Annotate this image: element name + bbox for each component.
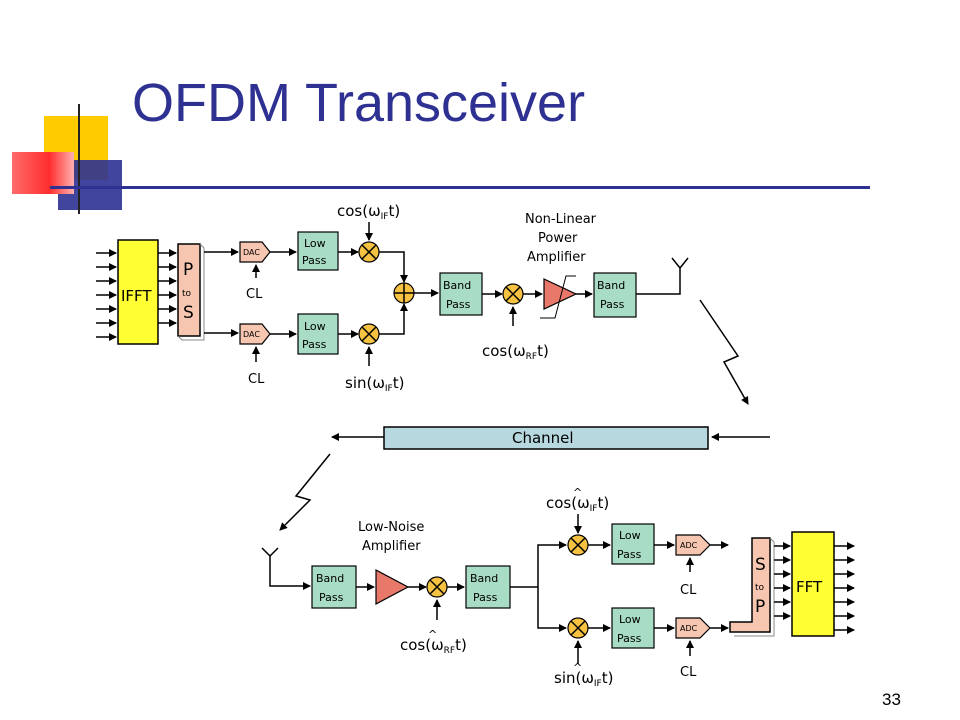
rx-radio-link [279,453,331,531]
rx-iq-split [510,541,567,632]
sp-to-fft-arrows [774,542,791,620]
tx-radio-link [699,299,749,405]
rx-lp-top-l2: Pass [617,548,642,561]
tx-cos-if: cos(ωIFt) [337,202,400,222]
rx-bp1-l1: Band [316,572,344,585]
slide-title: OFDM Transceiver [132,73,586,133]
ifft-input-arrows [96,249,117,341]
dac-bottom [239,323,271,345]
title-underline [50,186,870,189]
tx-adder [393,282,415,304]
page-number: 33 [882,690,901,709]
channel-label: Channel [512,429,574,447]
rx-bp1-l2: Pass [319,591,344,604]
ps-bot-label: S [183,303,194,323]
tx-sin-if: sin(ωIFt) [345,374,404,394]
rx-band-pass-1 [311,565,357,609]
tx-low-pass-bottom [297,313,339,355]
ps-mid-label: to [182,289,192,299]
ps-to-dac-lines [204,248,239,337]
tx-lp-bot-l2: Pass [302,338,327,351]
tx-bp2-l1: Band [597,279,625,292]
tx-cos-rf: cos(ωRFt) [482,342,549,362]
ornament-vertical-line [78,104,80,214]
rx-antenna [261,547,311,590]
rx-lp-bot-l1: Low [619,613,641,626]
sp-top-label: S [755,555,766,575]
tx-mixer-top [358,241,380,263]
sp-mid-label: to [755,583,765,593]
adc-top [675,534,711,556]
fft-label: FFT [796,578,823,596]
rx-rf-mixer [426,576,448,598]
tx-rf-mixer [502,283,524,305]
p-to-s-block [177,243,201,337]
ifft-label: IFFT [121,287,152,305]
sp-bot-label: P [755,597,765,617]
rx-low-pass-top [611,523,655,565]
ifft-to-ps-arrows [158,249,177,327]
tx-bp2-l2: Pass [600,298,625,311]
adc-bottom-clock: CL [680,665,697,680]
rx-cos-rf: cos(ωRFt) [400,636,467,656]
rx-low-pass-bottom [611,607,655,649]
dac-top [239,241,271,263]
tx-low-pass-top [297,231,339,271]
tx-power-amplifier [540,275,578,319]
dac-bottom-label: DAC [243,330,260,339]
tx-antenna [636,257,689,295]
tx-bp1-l2: Pass [446,298,471,311]
channel-block [383,426,709,450]
adc-top-label: ADC [680,541,698,550]
adc-top-clock: CL [680,583,697,598]
rx-cos-if: cos(ωIFt) [546,494,609,514]
tx-band-pass-2 [593,272,637,318]
pa-label-3: Amplifier [527,250,586,265]
rx-sin-if: sin(ωIFt) [554,669,613,689]
rx-bp2-l1: Band [470,572,498,585]
rx-lp-bot-l2: Pass [617,632,642,645]
rx-lp-top-l1: Low [619,529,641,542]
rx-low-noise-amplifier [375,569,410,605]
fft-block [791,531,835,637]
rx-sin-if-hat: ^ [573,661,582,674]
lna-label-1: Low-Noise [358,520,424,535]
lna-label-2: Amplifier [362,539,421,554]
dac-top-label: DAC [243,248,260,257]
rx-mixer-bottom [567,617,589,639]
tx-lp-top-l1: Low [304,237,326,250]
pa-label-1: Non-Linear [525,212,597,227]
dac-top-clock: CL [246,287,263,302]
title-ornament [0,0,140,220]
tx-band-pass-1 [439,272,483,316]
adc-bottom-label: ADC [680,624,698,633]
adc-bottom [675,617,711,639]
tx-lp-top-l2: Pass [302,254,327,267]
rx-cos-rf-hat: ^ [428,628,437,641]
rx-band-pass-2 [465,565,511,609]
pa-label-2: Power [538,231,578,246]
fft-output-arrows [834,542,855,634]
ifft-block [117,239,159,345]
rx-mixer-top [567,534,589,556]
tx-mixer-bottom [358,323,380,345]
tx-bp1-l1: Band [443,279,471,292]
rx-bp2-l2: Pass [473,591,498,604]
dac-bottom-clock: CL [248,372,265,387]
ps-top-label: P [183,260,193,280]
rx-cos-if-hat: ^ [573,486,582,499]
tx-lp-bot-l1: Low [304,320,326,333]
